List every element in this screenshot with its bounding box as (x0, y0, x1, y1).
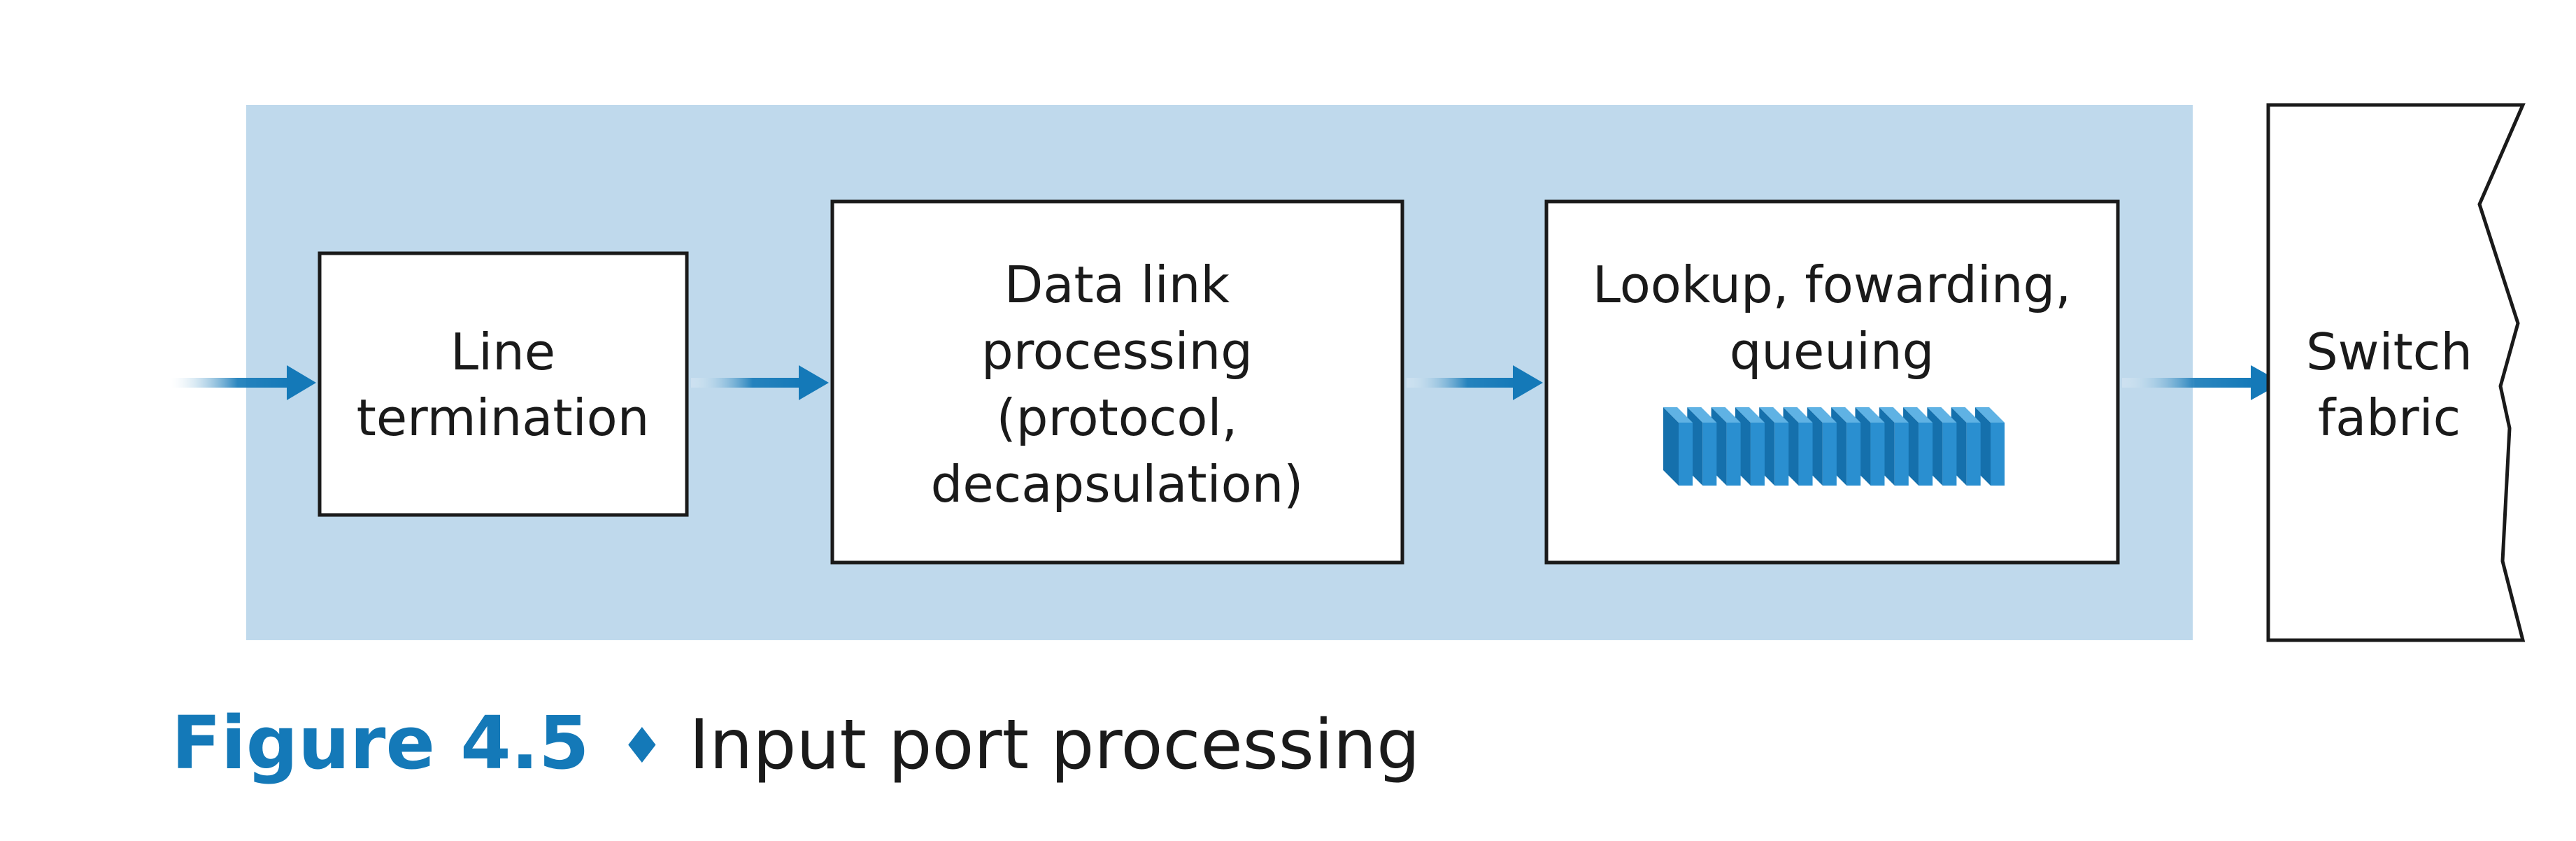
data-link-processing-box: Data link processing (protocol, decapsul… (830, 199, 1404, 565)
lookup-label-1: Lookup, fowarding, (1593, 255, 2071, 314)
lookup-forwarding-queuing-box: Lookup, fowarding, queuing (1544, 199, 2120, 565)
data-link-label-1: Data link (1004, 255, 1230, 314)
lookup-label-2: queuing (1730, 322, 1935, 381)
diamond-separator-icon: ♦ (620, 717, 664, 775)
data-link-label-3: (protocol, (997, 388, 1238, 447)
switch-fabric-box: Switch fabric (2266, 103, 2526, 642)
figure-caption: Figure 4.5♦Input port processing (171, 707, 1420, 779)
line-termination-label-2: termination (357, 388, 650, 447)
line-termination-box: Line termination (318, 251, 689, 517)
figure-title: Input port processing (689, 705, 1421, 785)
queue-slot (1663, 407, 1693, 486)
switch-fabric-label-1: Switch (2306, 323, 2472, 381)
arrow-line-termination-to-data-link (691, 365, 829, 400)
switch-fabric-label-2: fabric (2318, 388, 2461, 447)
figure-number: Figure 4.5 (171, 700, 590, 786)
data-link-label-2: processing (981, 322, 1253, 381)
arrow-input-to-line-termination (171, 365, 316, 400)
data-link-label-4: decapsulation) (931, 455, 1304, 514)
queue-icon (1663, 407, 2005, 486)
arrow-data-link-to-lookup (1407, 365, 1543, 400)
line-termination-label-1: Line (450, 323, 555, 381)
